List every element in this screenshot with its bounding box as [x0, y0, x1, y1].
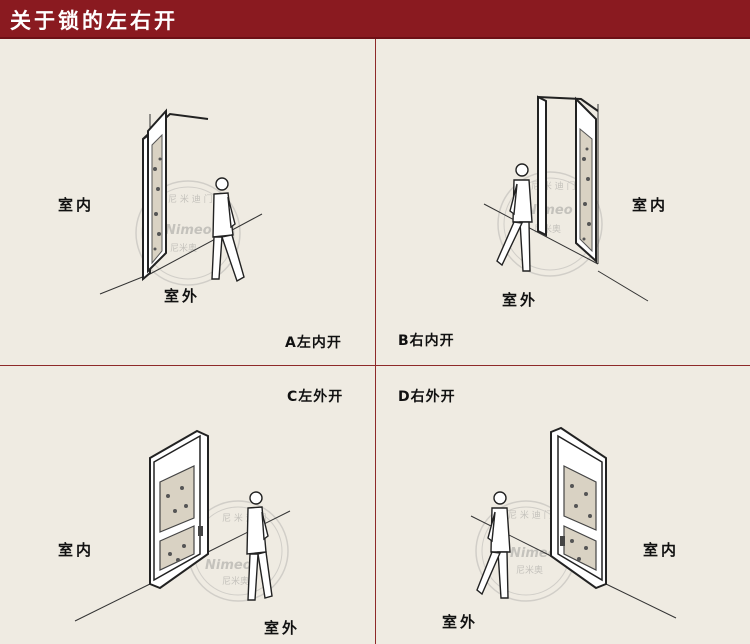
- door-leaf: [149, 429, 209, 590]
- person-figure: [476, 491, 511, 599]
- door-leaf: [575, 96, 597, 264]
- label-indoor: 室内: [58, 196, 95, 214]
- watermark-brand: Nimeo: [205, 558, 252, 573]
- label-indoor: 室内: [632, 196, 669, 214]
- door-frame: [537, 95, 599, 237]
- panel-c-caption: C左外开: [287, 389, 344, 405]
- label-outdoor: 室外: [164, 287, 201, 305]
- header-bar: 关于锁的左右开: [0, 0, 750, 39]
- svg-text:尼 米 迪 门: 尼 米 迪 门: [168, 193, 213, 205]
- label-outdoor: 室外: [502, 291, 539, 309]
- svg-text:尼米奥: 尼米奥: [170, 242, 197, 254]
- page-title: 关于锁的左右开: [10, 9, 178, 33]
- door-leaf: [147, 108, 167, 274]
- watermark-brand: Nimeo: [165, 223, 212, 238]
- horizontal-divider: [0, 365, 750, 366]
- label-indoor: 室内: [58, 541, 95, 559]
- panel-c: Nimeo 尼米奥 尼 米 迪 门 室内 室外 C左外开: [0, 366, 375, 644]
- watermark-brand: Nimeo: [526, 203, 573, 218]
- watermark-brand: Nimeo: [510, 546, 557, 561]
- panel-d: Nimeo 尼米奥 尼 米 迪 门 室内 室外 D右外开: [376, 366, 750, 644]
- person-figure: [246, 491, 273, 601]
- svg-text:尼米奥: 尼米奥: [516, 564, 543, 576]
- label-outdoor: 室外: [442, 613, 479, 631]
- panel-d-caption: D右外开: [398, 389, 456, 405]
- vertical-divider: [375, 39, 376, 644]
- panel-b-caption: B右内开: [398, 333, 455, 349]
- svg-text:尼 米 迪 门: 尼 米 迪 门: [508, 509, 553, 521]
- door-leaf: [550, 426, 607, 590]
- panel-a: Nimeo 尼米奥 尼 米 迪 门 室内 室外 A: [0, 39, 375, 365]
- panel-b: Nimeo 尼米奥 尼 米 迪 门 室内 室外 B右内开: [376, 39, 750, 365]
- label-outdoor: 室外: [264, 619, 301, 637]
- svg-text:尼米奥: 尼米奥: [222, 575, 249, 587]
- panel-c-illustration: Nimeo 尼米奥 尼 米 迪 门: [74, 429, 291, 622]
- watermark: Nimeo 尼米奥 尼 米 迪 门: [475, 500, 577, 602]
- person-figure: [496, 163, 533, 272]
- panel-a-illustration: Nimeo 尼米奥 尼 米 迪 门: [99, 108, 263, 295]
- panel-b-illustration: Nimeo 尼米奥 尼 米 迪 门: [483, 95, 649, 302]
- panel-a-caption: A左内开: [285, 335, 342, 351]
- label-indoor: 室内: [643, 541, 680, 559]
- person-figure: [211, 177, 245, 283]
- panel-d-illustration: Nimeo 尼米奥 尼 米 迪 门: [470, 426, 677, 619]
